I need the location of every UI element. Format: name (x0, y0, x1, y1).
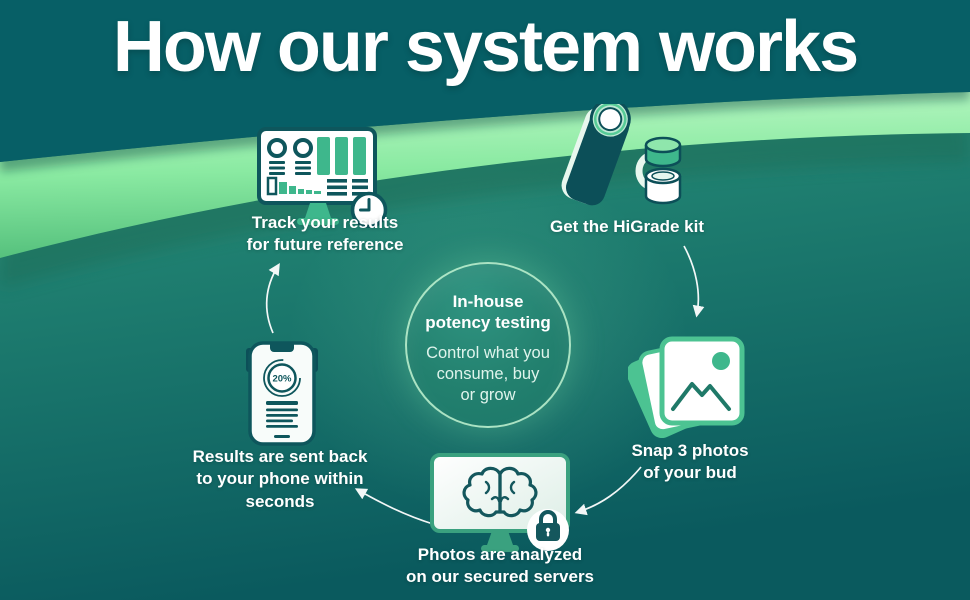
top-dark-band (0, 0, 970, 162)
caption-track-results: Track your results for future reference (246, 213, 404, 255)
phone-results-icon: 20% (240, 340, 324, 448)
secure-analysis-monitor-icon (426, 452, 578, 554)
caption-snap-photos: Snap 3 photos of your bud (631, 441, 749, 483)
phone-gauge-value: 20% (272, 374, 292, 385)
center-circle: In-house potency testing Control what yo… (405, 262, 571, 428)
center-body: Control what you consume, buy or grow (426, 343, 550, 405)
wave-shadow-under (0, 102, 970, 288)
caption-results-phone: Results are sent back to your phone with… (192, 447, 368, 511)
photos-stack-icon (626, 334, 750, 439)
caption-get-kit: Get the HiGrade kit (550, 217, 704, 236)
wave-light-band (0, 92, 970, 258)
center-heading: In-house potency testing (425, 292, 551, 333)
higrade-kit-icon (560, 98, 692, 216)
caption-analyzed-servers: Photos are analyzed on our secured serve… (405, 545, 595, 587)
dashboard-monitor-icon (256, 126, 388, 229)
page-title: How our system works (112, 7, 859, 87)
